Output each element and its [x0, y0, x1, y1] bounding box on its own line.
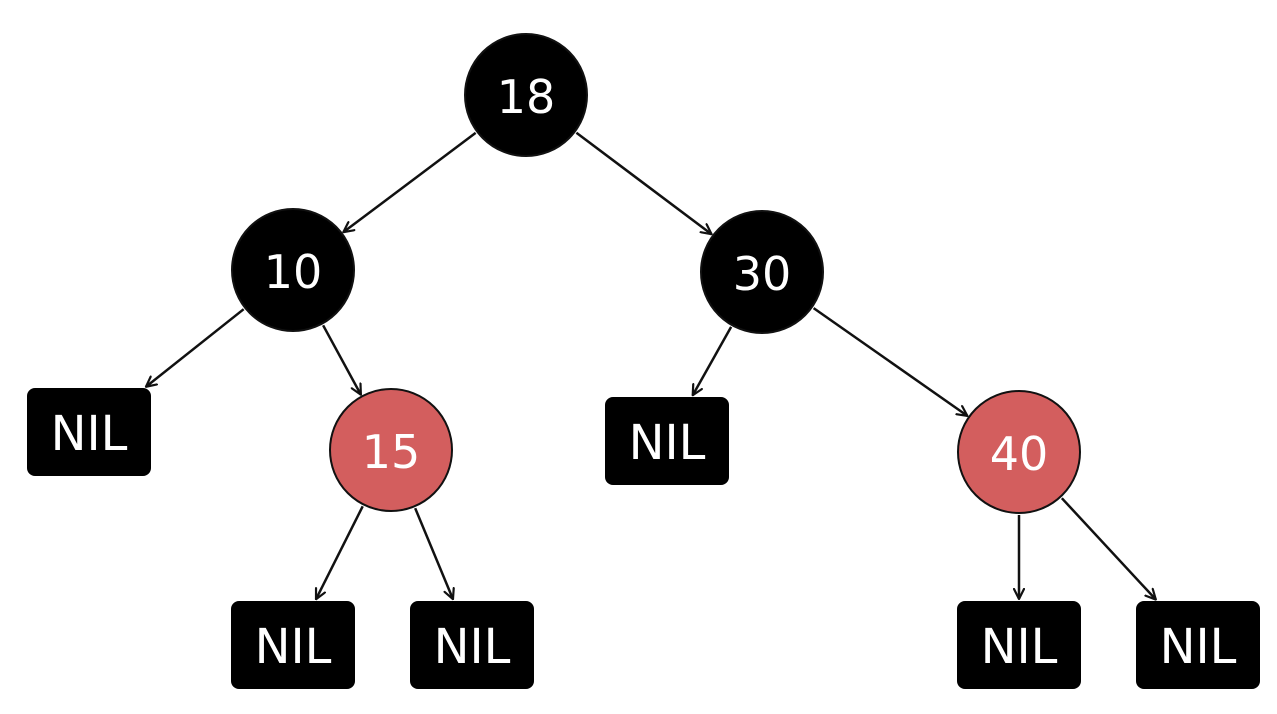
nil-box [605, 397, 729, 485]
black-node-30: 30 [700, 210, 824, 334]
node-value-label: 30 [733, 247, 792, 301]
nil-box [231, 601, 355, 689]
edge-n15-to-nil2 [314, 505, 364, 599]
nil-box [1136, 601, 1260, 689]
node-value-label: 40 [990, 427, 1049, 481]
red-node-circle [957, 390, 1081, 514]
edge-n10-to-n15 [322, 324, 361, 394]
nil-label: NIL [629, 415, 706, 471]
black-node-circle [231, 208, 355, 332]
nil-leaf-node: NIL [231, 601, 355, 689]
edge-n40-to-nil6 [1060, 497, 1156, 599]
nil-leaf-node: NIL [1136, 601, 1260, 689]
nil-leaf-node: NIL [410, 601, 534, 689]
node-value-label: 10 [264, 245, 323, 299]
node-value-label: 15 [362, 425, 421, 479]
nil-label: NIL [51, 406, 128, 462]
edge-n30-to-n40 [812, 307, 968, 416]
nil-label: NIL [434, 619, 511, 675]
red-node-15: 15 [329, 388, 453, 512]
nil-box [27, 388, 151, 476]
nil-label: NIL [1160, 619, 1237, 675]
edge-n10-to-nil1 [146, 308, 245, 387]
nil-label: NIL [981, 619, 1058, 675]
nil-leaf-node: NIL [605, 397, 729, 485]
black-node-circle [464, 33, 588, 157]
nil-leaf-node: NIL [27, 388, 151, 476]
nil-box [410, 601, 534, 689]
red-node-40: 40 [957, 390, 1081, 514]
black-node-10: 10 [231, 208, 355, 332]
nil-leaf-node: NIL [957, 601, 1081, 689]
edge-n15-to-nil3 [414, 507, 453, 599]
nil-box [957, 601, 1081, 689]
red-node-circle [329, 388, 453, 512]
black-node-circle [700, 210, 824, 334]
edge-n30-to-nil4 [693, 326, 733, 395]
nil-label: NIL [255, 619, 332, 675]
black-node-18: 18 [464, 33, 588, 157]
edge-n18-to-n10 [343, 131, 477, 232]
edge-n18-to-n30 [575, 131, 711, 234]
edges-layer [146, 131, 1156, 600]
node-value-label: 18 [497, 70, 556, 124]
